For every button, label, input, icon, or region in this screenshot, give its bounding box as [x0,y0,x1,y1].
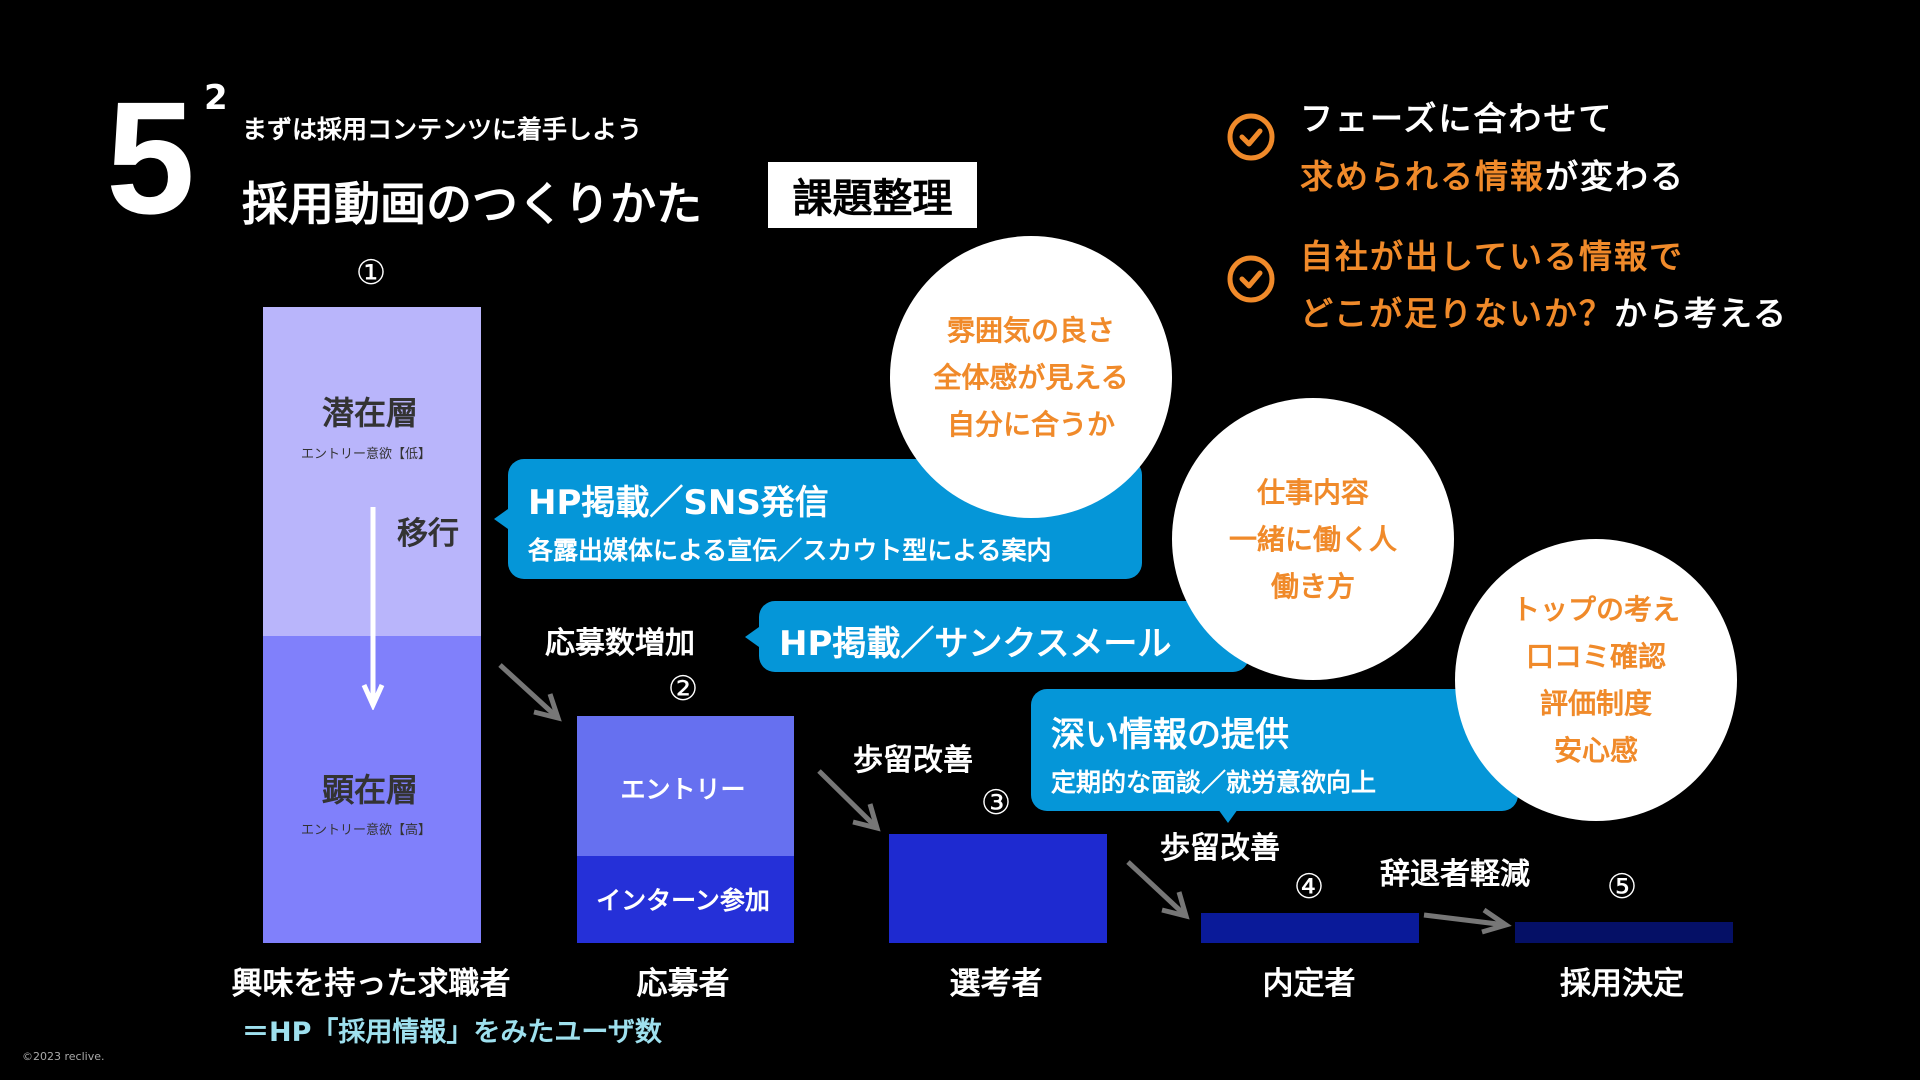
stage-1-number: ① [355,253,387,293]
bubble-item: 働き方 [1270,569,1355,603]
stage-4-number: ④ [1293,867,1325,907]
point-2-line-1: 自社が出している情報で [1300,230,1684,278]
stage-3-bar [889,834,1107,943]
callout-pointer [1218,809,1238,823]
stage-5-number: ⑤ [1606,867,1638,907]
bubble-item: 雰囲気の良さ [946,313,1115,347]
arrow-icon [817,769,881,832]
stage-5-caption: 採用決定 [1560,966,1684,1002]
stage-2-caption: 応募者 [636,966,730,1002]
callout-selection: 深い情報の提供 定期的な面談／就労意欲向上 [1031,689,1518,823]
stage-2-lower-bar [577,856,794,943]
transition-4-5-label: 辞退者軽減 [1380,857,1530,892]
callout-title: 深い情報の提供 [1051,715,1289,755]
stage-5-bar [1515,922,1733,943]
arrow-icon [498,663,562,722]
transition-2-3-label: 歩留改善 [853,743,973,778]
point-text: が変わる [1545,157,1685,196]
callout-pointer [494,509,508,529]
topic-tag: 課題整理 [768,162,977,228]
subtitle: まずは採用コンテンツに着手しよう [242,115,643,144]
transition-3-4-label: 歩留改善 [1160,831,1280,866]
latent-layer-sub: エントリー意欲【低】 [300,447,432,462]
page-title: 採用動画のつくりかた [242,177,702,231]
entry-label: エントリー [620,775,746,804]
stage-2-upper-bar [577,716,794,856]
bubble-awareness-needs: 雰囲気の良さ 全体感が見える 自分に合うか [890,236,1172,518]
section-number: 2 [204,78,228,118]
stage-1-note: ＝HP「採用情報」をみたユーザ数 [242,1017,662,1048]
check-circle-icon [1227,113,1275,161]
internship-label: インターン参加 [596,886,770,915]
transition-label: 移行 [397,516,459,552]
bubble-item: 自分に合うか [946,407,1115,441]
bubble-item: 一緒に働く人 [1228,522,1397,556]
point-text-accent: 求められる情報 [1300,157,1545,196]
bubble-item: 仕事内容 [1256,475,1369,509]
bubble-item: トップの考え [1511,593,1680,626]
bubble-item: 全体感が見える [933,360,1129,394]
stage-4-bar [1201,913,1419,943]
bubble-item: 口コミ確認 [1525,640,1666,673]
copyright: ©2023 reclive. [22,1050,105,1063]
point-1-line-1: フェーズに合わせて [1300,92,1613,140]
manifest-layer-sub: エントリー意欲【高】 [300,823,432,838]
stage-3-caption: 選考者 [949,966,1043,1002]
callout-body: 定期的な面談／就労意欲向上 [1051,768,1377,797]
stage-2-number: ② [667,669,699,709]
callout-body: 各露出媒体による宣伝／スカウト型による案内 [528,536,1052,565]
bubble-item: 安心感 [1553,734,1638,767]
callout-application: HP掲載／サンクスメール [745,601,1249,672]
bubble-item: 評価制度 [1539,687,1652,720]
point-2-line-2: どこが足りないか？から考える [1300,287,1788,335]
point-text: フェーズに合わせて [1300,99,1614,138]
point-text-accent: 自社が出している情報で [1300,237,1685,276]
arrow-down-icon [361,507,385,710]
point-text-accent: どこが足りないか？ [1300,294,1615,333]
stage-4-caption: 内定者 [1262,966,1356,1002]
transition-1-2-label: 応募数増加 [545,626,695,661]
stage-3-number: ③ [980,783,1012,823]
point-1-line-2: 求められる情報が変わる [1300,150,1685,198]
latent-layer-label: 潜在層 [321,394,419,432]
stage-1-caption: 興味を持った求職者 [231,966,511,1002]
check-circle-icon [1227,255,1275,303]
arrow-icon [1126,860,1190,920]
chapter-number: 5 [106,68,195,247]
callout-title: HP掲載／SNS発信 [528,483,829,523]
arrow-icon [1423,907,1512,935]
bubble-application-needs: 仕事内容 一緒に働く人 働き方 [1172,398,1454,680]
callout-pointer [745,627,759,647]
manifest-layer-label: 顕在層 [321,771,419,809]
point-text: から考える [1614,294,1789,333]
bubble-selection-needs: トップの考え 口コミ確認 評価制度 安心感 [1455,539,1737,821]
callout-title: HP掲載／サンクスメール [779,624,1172,664]
